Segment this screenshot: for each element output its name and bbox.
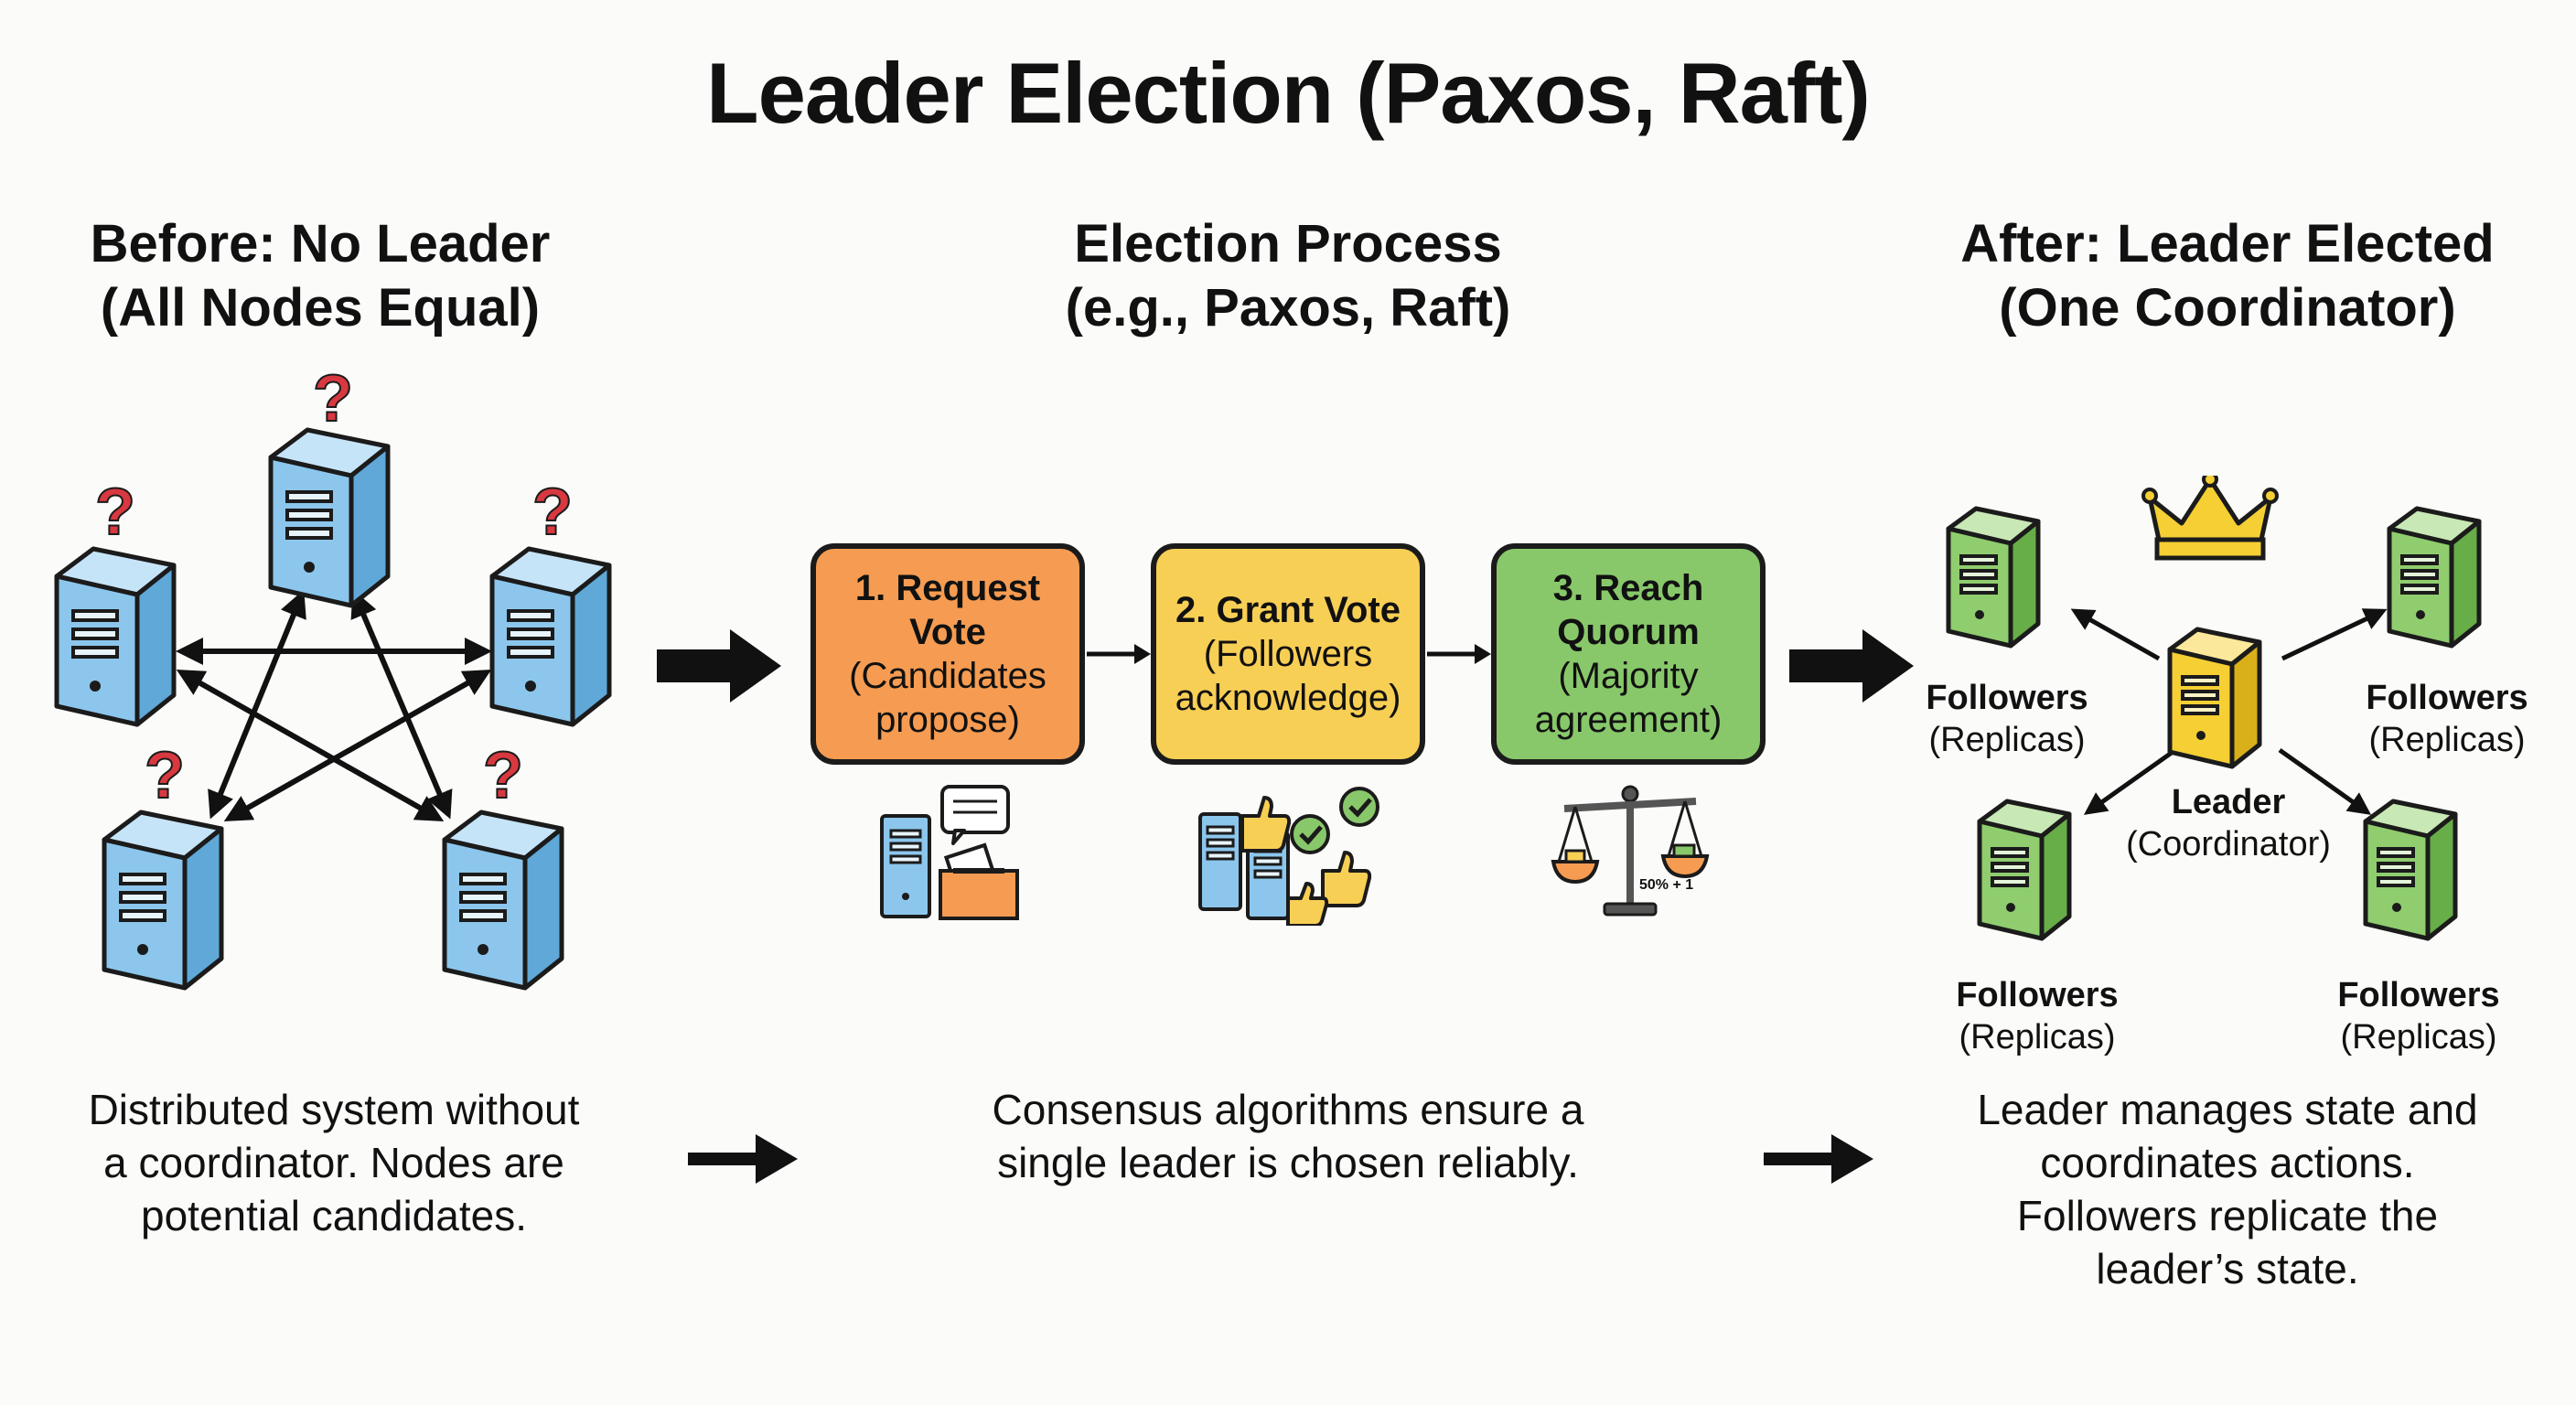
follower-label: Followers (Replicas) [2366,679,2528,759]
after-leader-diagram [1946,476,2482,941]
step-reach-quorum: 3. Reach Quorum (Majority agreement) [1491,543,1766,765]
step-request-vote: 1. Request Vote (Candidates propose) [810,543,1085,765]
flow-arrow-icon [657,629,781,702]
before-node-mesh: ? ? ? ? ? [54,361,612,991]
server-icon [102,810,224,991]
before-description: Distributed system without a coordinator… [88,1086,580,1239]
mesh-connections [176,589,492,821]
vote-approval-icon [1198,787,1379,926]
leader-label: Leader (Coordinator) [2126,783,2331,863]
question-mark-icon: ? [145,739,185,812]
after-description: Leader manages state and coordinates act… [1977,1086,2478,1292]
description-arrow-icon [688,1134,798,1184]
before-heading: Before: No Leader (All Nodes Equal) [90,214,551,338]
follower-server-icon [2387,506,2482,649]
balance-scale-icon: 50% + 1 [1551,785,1710,917]
quorum-label: 50% + 1 [1639,877,1693,893]
after-heading: After: Leader Elected (One Coordinator) [1960,214,2495,338]
leader-server-icon [2167,627,2262,769]
process-heading: Election Process (e.g., Paxos, Raft) [1065,214,1511,338]
replication-arrow [2083,747,2177,815]
process-description: Consensus algorithms ensure a single lea… [992,1086,1584,1186]
server-icon [442,810,564,991]
follower-label: Followers (Replicas) [1926,679,2088,759]
server-icon [54,546,177,727]
replication-arrow [2278,747,2372,815]
description-arrow-icon [1764,1134,1873,1184]
step-grant-vote: 2. Grant Vote (Followers acknowledge) [1151,543,1425,765]
connection-arrow [223,670,492,821]
question-mark-icon: ? [95,476,135,549]
follower-server-icon [1946,506,2041,649]
replication-arrow [2281,608,2388,661]
server-icon [268,427,391,608]
server-icon [489,546,612,727]
connection-arrow [208,589,306,820]
follower-server-icon [2363,799,2458,941]
step-arrow-icon [1087,644,1151,664]
page-title: Leader Election (Paxos, Raft) [706,45,1871,141]
replication-arrow [2070,608,2161,661]
question-mark-icon: ? [313,362,353,435]
step-arrow-icon [1427,644,1491,664]
follower-label: Followers (Replicas) [1956,976,2119,1056]
follower-server-icon [1977,799,2072,941]
question-mark-icon: ? [483,739,523,812]
question-mark-icon: ? [532,476,573,549]
ballot-box-icon [880,785,1019,920]
flow-arrow-icon [1789,629,1914,702]
follower-label: Followers (Replicas) [2337,976,2500,1056]
crown-icon [2141,476,2279,561]
